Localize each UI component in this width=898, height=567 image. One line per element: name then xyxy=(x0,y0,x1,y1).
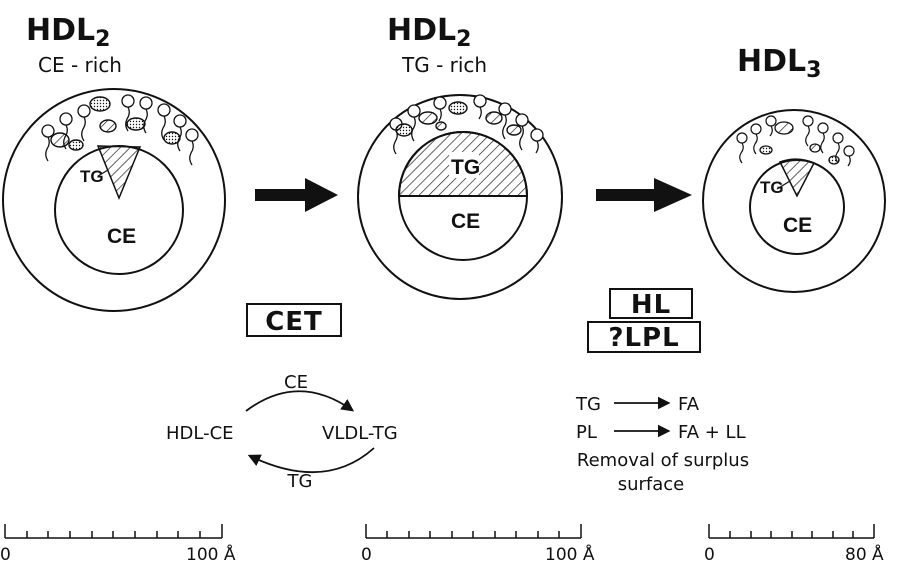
scale-bar-2-end: 100 Å xyxy=(545,543,595,565)
scale-bar-2-start: 0 xyxy=(361,545,372,565)
scale-bar-3-start: 0 xyxy=(704,545,715,565)
cycle-right-label: VLDL-TG xyxy=(322,423,398,444)
svg-text:HL: HL xyxy=(631,290,671,320)
reaction-2-from: PL xyxy=(576,422,597,443)
scale-bar-1 xyxy=(5,524,222,538)
core-label-tg: TG xyxy=(80,167,104,186)
enzyme-lpl-box: ?LPL xyxy=(588,322,700,353)
svg-text:?LPL: ?LPL xyxy=(608,323,679,353)
scale-bar-2 xyxy=(366,524,581,538)
core-label-ce: CE xyxy=(451,210,480,233)
cycle-left-label: HDL-CE xyxy=(166,423,234,444)
particle-1-subtitle: CE - rich xyxy=(38,53,122,77)
removal-note-line2: surface xyxy=(618,474,685,495)
scale-bar-1-start: 0 xyxy=(0,545,11,565)
conversion-arrow-2 xyxy=(596,178,692,212)
core-label-ce: CE xyxy=(107,225,136,248)
scale-bar-3 xyxy=(709,524,874,538)
particle-1-title: HDL2 xyxy=(26,13,110,52)
reaction-1-from: TG xyxy=(575,394,601,415)
scale-bar-3-end: 80 Å xyxy=(845,543,884,565)
enzyme-hl-box: HL xyxy=(610,289,692,320)
removal-note-line1: Removal of surplus xyxy=(577,450,749,471)
cycle-top-label: CE xyxy=(284,372,308,393)
reaction-1-to: FA xyxy=(678,394,700,415)
enzyme-cet-box: CET xyxy=(247,304,341,337)
particle-2-title: HDL2 xyxy=(387,13,471,52)
conversion-arrow-1 xyxy=(255,178,338,212)
exchange-cycle: CE HDL-CE VLDL-TG TG xyxy=(166,372,398,492)
lipolysis-reactions: TG FA PL FA + LL Removal of surplus surf… xyxy=(575,394,749,495)
scale-bar-1-end: 100 Å xyxy=(186,543,236,565)
particle-3-title: HDL3 xyxy=(737,44,821,83)
hdl3-particle: TG CE xyxy=(703,110,885,292)
cycle-bottom-label: TG xyxy=(287,471,313,492)
reaction-2-to: FA + LL xyxy=(678,422,746,443)
particle-2-subtitle: TG - rich xyxy=(401,53,487,77)
hdl2-tg-rich-particle: TG CE xyxy=(358,95,562,299)
core-label-tg: TG xyxy=(451,156,480,179)
core-label-ce: CE xyxy=(783,214,812,237)
svg-text:CET: CET xyxy=(265,307,323,337)
hdl2-ce-rich-particle: TG CE xyxy=(3,89,225,311)
